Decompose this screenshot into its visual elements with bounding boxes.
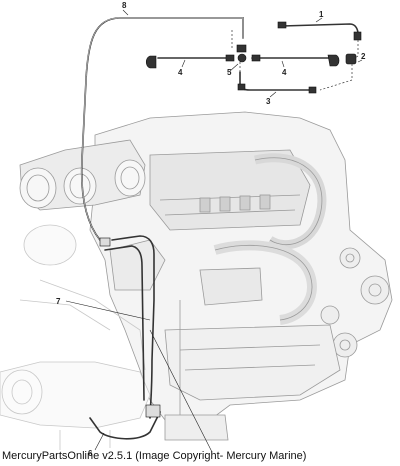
hose-7-inner bbox=[104, 245, 145, 401]
callout-4-right: 4 bbox=[282, 68, 287, 77]
callout-3: 3 bbox=[266, 97, 271, 106]
fitting-1a bbox=[277, 21, 287, 29]
callouts: 8 1 2 4 5 4 3 7 6 bbox=[56, 1, 366, 458]
hose-assemblies bbox=[80, 17, 359, 440]
elbow-right bbox=[327, 54, 340, 67]
copyright-footer: MercuryPartsOnline v2.5.1 (Image Copyrig… bbox=[2, 450, 307, 462]
tee-fitting-5 bbox=[237, 53, 247, 63]
elbow-left bbox=[145, 55, 157, 69]
connection-lines bbox=[226, 23, 359, 91]
fitting-1b bbox=[353, 31, 362, 41]
callout-7: 7 bbox=[56, 297, 61, 306]
leader-lines bbox=[65, 9, 363, 453]
hose-8 bbox=[89, 411, 161, 440]
callout-5: 5 bbox=[227, 68, 232, 77]
callout-4-left: 4 bbox=[178, 68, 183, 77]
fitting-2 bbox=[345, 53, 357, 65]
fitting-lower bbox=[145, 404, 161, 418]
callout-8: 6 bbox=[88, 449, 93, 458]
callout-1: 1 bbox=[319, 10, 324, 19]
engine-illustration bbox=[0, 111, 393, 450]
callout-2: 2 bbox=[361, 52, 366, 61]
callout-6: 8 bbox=[122, 1, 127, 10]
